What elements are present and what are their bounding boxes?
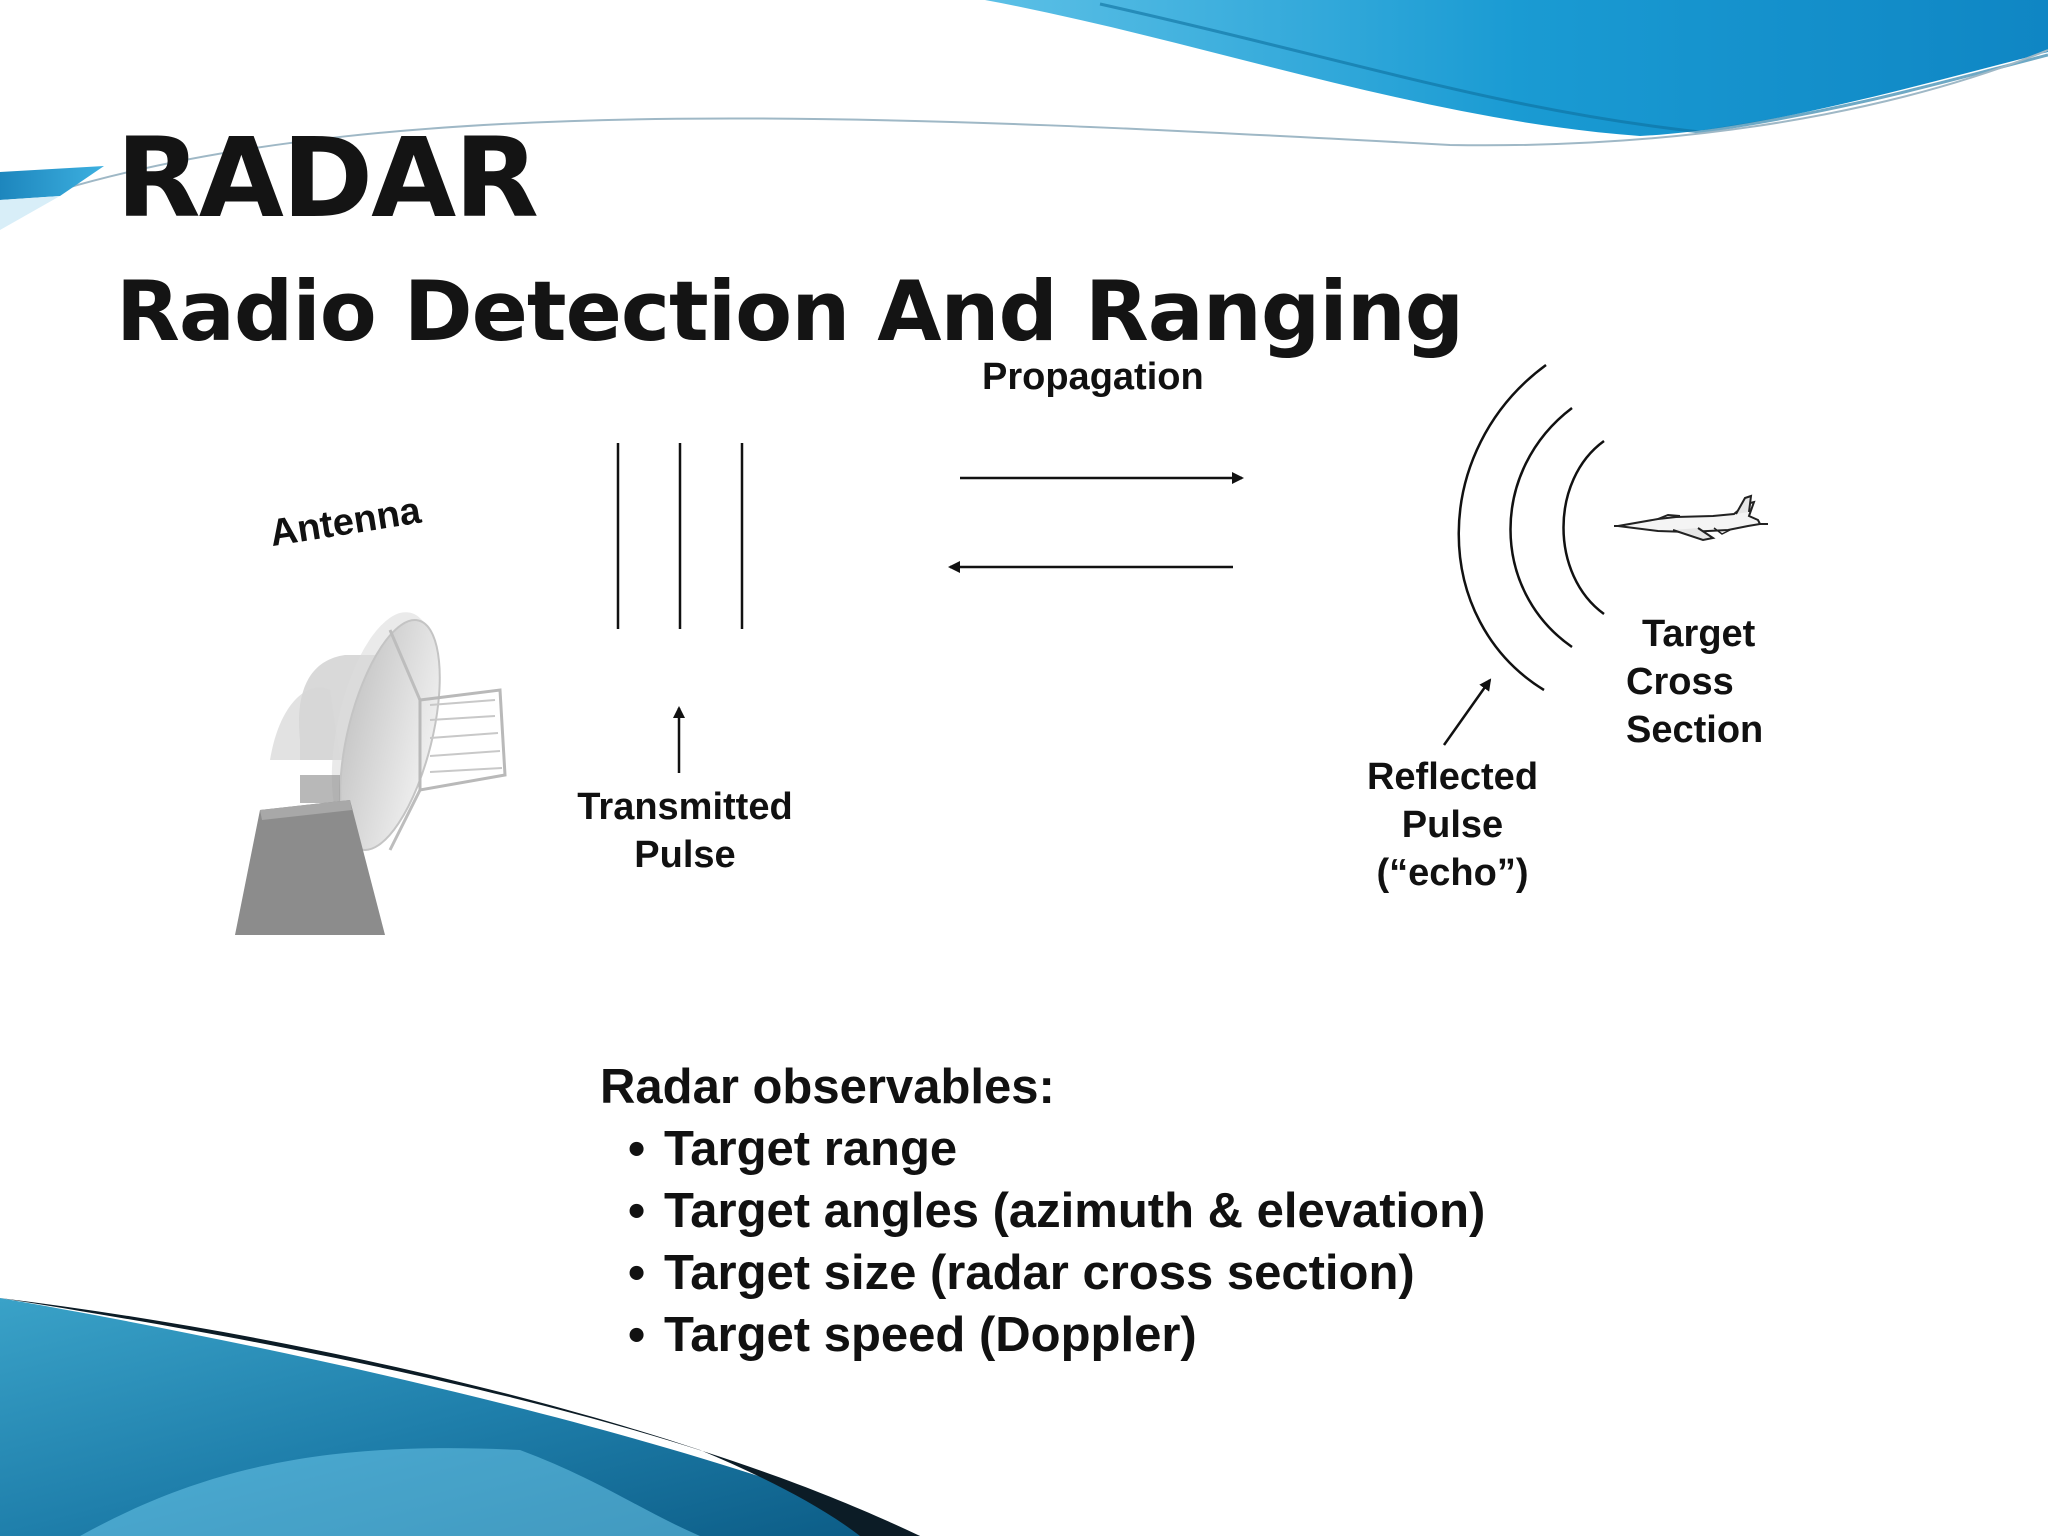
reflected-wave-arcs bbox=[1457, 363, 1605, 692]
bullet-icon: • bbox=[628, 1246, 646, 1300]
target-cross-section-label-line1: Target bbox=[1642, 613, 1756, 655]
slide-subtitle: Radio Detection And Ranging bbox=[116, 263, 1464, 360]
reflected-pulse-label-line2: Pulse bbox=[1401, 804, 1504, 846]
bullet-icon: • bbox=[628, 1308, 646, 1362]
bullet-icon: • bbox=[628, 1184, 646, 1238]
radar-observables: Radar observables: • Target range • Target… bbox=[600, 1056, 1485, 1366]
observable-text: Target range bbox=[664, 1122, 958, 1176]
transmitted-pulse-lines bbox=[616, 443, 744, 629]
observables-list: • Target range • Target angles (azimuth & … bbox=[600, 1118, 1485, 1366]
list-item: • Target range bbox=[628, 1118, 1485, 1180]
list-item: • Target size (radar cross section) bbox=[628, 1242, 1485, 1304]
propagation-label: Propagation bbox=[982, 356, 1204, 398]
radar-dish-icon bbox=[235, 612, 507, 935]
target-cross-section-label-line2: Cross bbox=[1626, 661, 1734, 703]
transmitted-pulse-label-line1: Transmitted bbox=[577, 786, 793, 828]
slide-title: RADAR bbox=[116, 114, 539, 242]
reflected-pulse-label-line1: Reflected bbox=[1366, 756, 1539, 798]
list-item: • Target angles (azimuth & elevation) bbox=[628, 1180, 1485, 1242]
observable-text: Target speed (Doppler) bbox=[664, 1308, 1197, 1362]
observable-text: Target angles (azimuth & elevation) bbox=[664, 1184, 1486, 1238]
transmitted-pulse-label-line2: Pulse bbox=[634, 834, 736, 876]
observable-text: Target size (radar cross section) bbox=[664, 1246, 1415, 1300]
bullet-icon: • bbox=[628, 1122, 646, 1176]
reflected-pulse-pointer bbox=[1442, 678, 1492, 746]
list-item: • Target speed (Doppler) bbox=[628, 1304, 1485, 1366]
transmitted-pulse-label: Transmitted Pulse bbox=[570, 783, 800, 879]
aircraft-icon bbox=[1614, 494, 1768, 542]
target-cross-section-label-line3: Section bbox=[1626, 709, 1764, 751]
observables-heading: Radar observables: bbox=[600, 1060, 1055, 1114]
reflected-pulse-label: Reflected Pulse (“echo”) bbox=[1350, 753, 1555, 897]
target-cross-section-label: Target Cross Section bbox=[1626, 610, 1763, 754]
reflected-pulse-label-line3: (“echo”) bbox=[1376, 852, 1529, 894]
